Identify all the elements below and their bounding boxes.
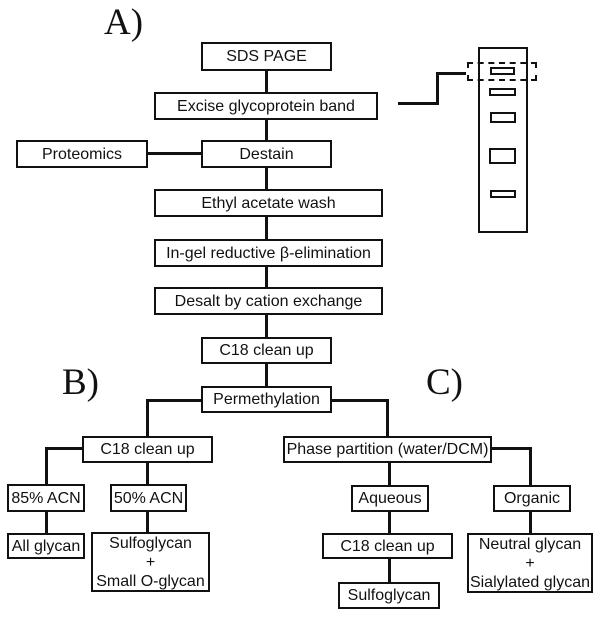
node-organic: Organic [493, 485, 571, 512]
connector-sds-excise [265, 69, 268, 94]
section-label-c: C) [426, 362, 463, 403]
node-proteomics: Proteomics [16, 140, 148, 168]
gel-band-2-icon [489, 88, 516, 96]
gel-band-4-icon [489, 148, 516, 164]
connector-excise-destain [265, 118, 268, 142]
node-all-glycan: All glycan [7, 533, 85, 559]
connector-c18b-left-v [45, 447, 48, 486]
node-sulfoglycan-small-o-glycan: Sulfoglycan + Small O-glycan [91, 532, 210, 592]
connector-c18-permethylation [265, 362, 268, 388]
section-label-b: B) [62, 362, 99, 403]
connector-c18b-50acn [146, 461, 149, 486]
connector-organic-neutral [529, 510, 532, 535]
connector-gel-step-top [436, 72, 466, 75]
node-ethyl-acetate-wash: Ethyl acetate wash [154, 189, 383, 217]
node-permethylation: Permethylation [201, 386, 332, 413]
node-phase-partition: Phase partition (water/DCM) [283, 436, 492, 463]
node-neutral-sialylated-glycan: Neutral glycan + Sialylated glycan [467, 533, 593, 593]
connector-perm-right-h [330, 399, 388, 402]
node-excise-glycoprotein-band: Excise glycoprotein band [154, 92, 378, 120]
connector-desalt-c18 [265, 313, 268, 339]
connector-gel-step-v [436, 72, 439, 105]
gel-band-3-icon [490, 112, 516, 123]
connector-gel-step-bottom [398, 102, 439, 105]
connector-85acn-allglycan [45, 510, 48, 535]
node-c18-clean-up-c: C18 clean up [322, 533, 453, 559]
node-line: + [525, 554, 535, 572]
node-line: + [145, 553, 156, 571]
node-line: Neutral glycan [478, 535, 582, 553]
section-label-a: A) [104, 2, 144, 43]
node-line: Sialylated glycan [469, 573, 591, 591]
node-sds-page: SDS PAGE [201, 42, 332, 71]
node-in-gel-reductive-beta-elimination: In-gel reductive β-elimination [154, 239, 383, 267]
connector-aqueous-c18c [388, 510, 391, 535]
node-sulfoglycan: Sulfoglycan [338, 582, 440, 609]
connector-phase-organic-v [529, 447, 532, 487]
node-c18-clean-up-b: C18 clean up [82, 436, 213, 463]
connector-phase-right-h [490, 447, 532, 450]
node-destain: Destain [201, 140, 332, 168]
node-aqueous: Aqueous [351, 485, 429, 512]
connector-destain-ethyl [265, 166, 268, 191]
connector-perm-left-v [146, 399, 149, 438]
gel-lane-icon [478, 47, 528, 233]
connector-c18b-left-h [45, 447, 84, 450]
node-line: Small O-glycan [96, 572, 205, 590]
node-line: Sulfoglycan [109, 534, 192, 552]
connector-perm-right-v [386, 399, 389, 438]
connector-perm-left-h [147, 399, 203, 402]
gel-band-1-icon [490, 67, 515, 75]
node-c18-clean-up-main: C18 clean up [201, 337, 332, 364]
connector-phase-aqueous [388, 461, 391, 487]
connector-50acn-sulfo [146, 510, 149, 534]
connector-beta-desalt [265, 265, 268, 289]
connector-ethyl-beta [265, 215, 268, 241]
connector-proteomics-destain [148, 152, 201, 155]
gel-band-5-icon [490, 190, 516, 198]
node-desalt-cation-exchange: Desalt by cation exchange [154, 287, 383, 315]
gel-band-highlight-dashed-box [467, 62, 537, 81]
connector-c18c-sulfoglycan [388, 557, 391, 584]
node-85-acn: 85% ACN [7, 484, 85, 512]
node-50-acn: 50% ACN [110, 484, 187, 512]
